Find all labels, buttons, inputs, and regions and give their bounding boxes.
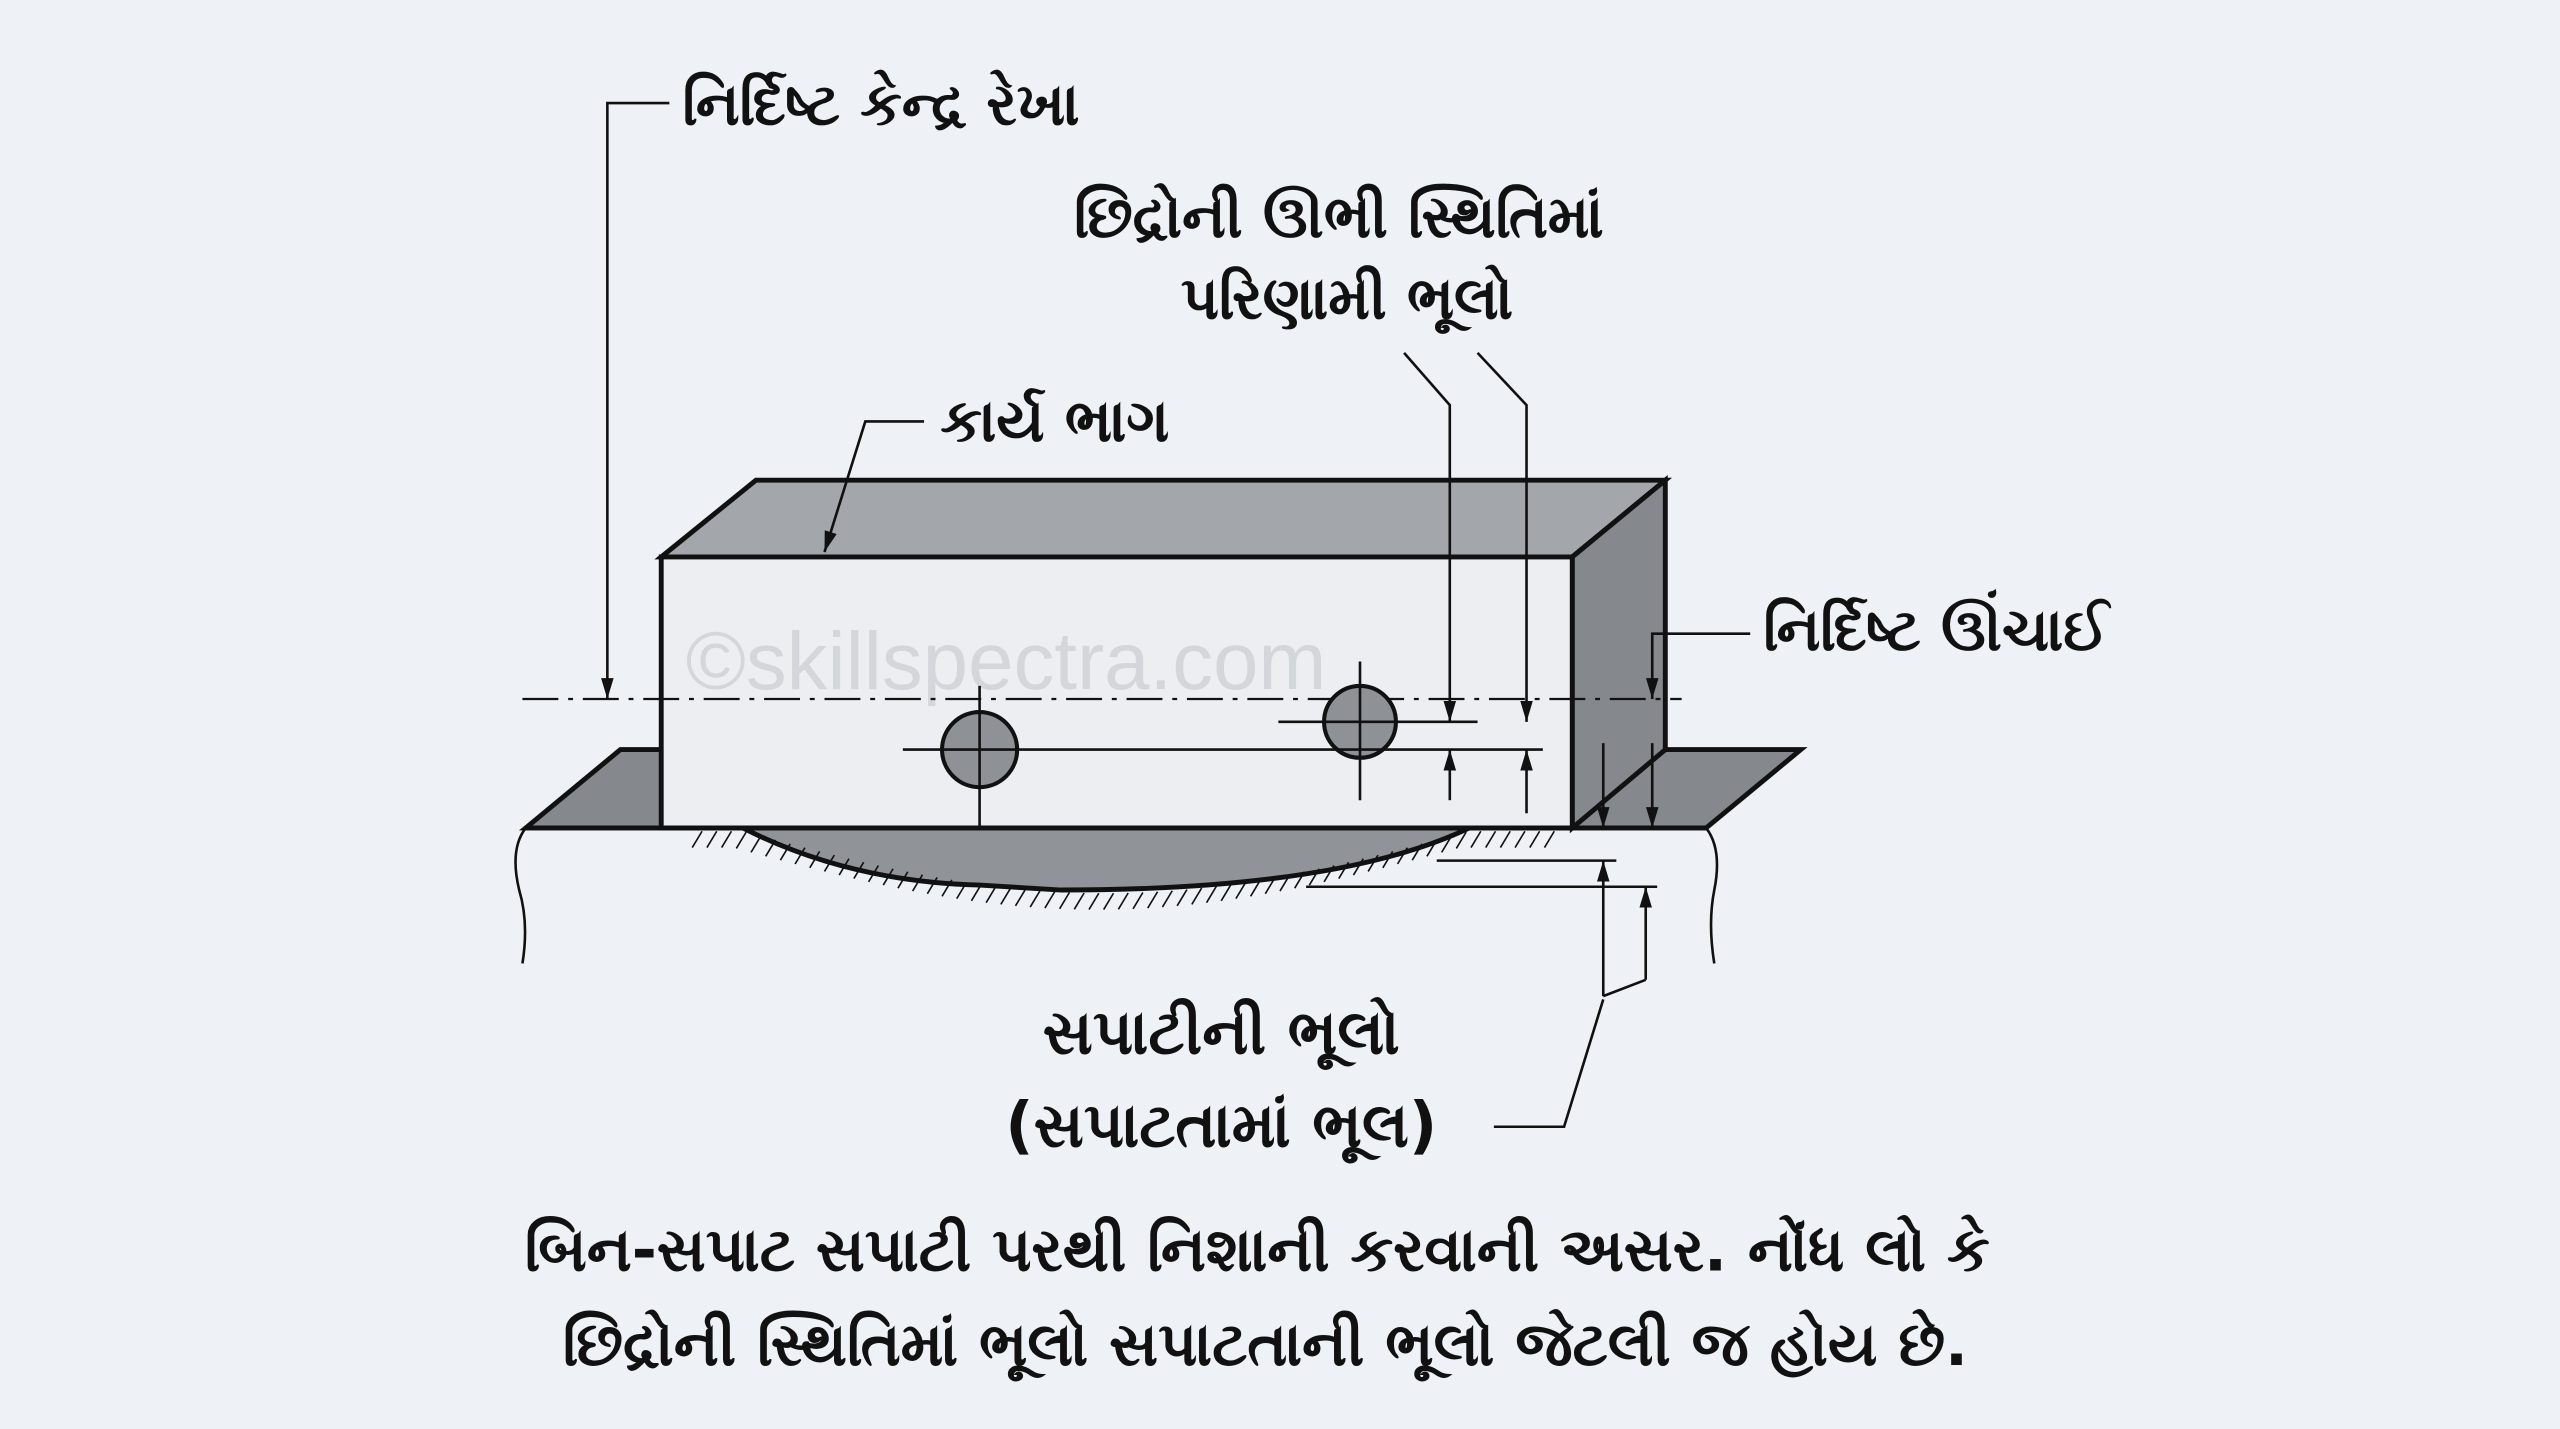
- hatch-line: [1440, 835, 1453, 853]
- hatch-line: [1235, 881, 1247, 900]
- hatch-line: [1455, 831, 1467, 849]
- hatch-line: [911, 874, 924, 892]
- workpiece-top-face: [654, 477, 1673, 560]
- hatch-line: [779, 843, 791, 861]
- hatch-line: [1205, 885, 1218, 904]
- hatch-line: [809, 851, 821, 869]
- hatch-line: [1117, 892, 1129, 910]
- caption-line2: છિદ્રોની સ્થિતિમાં ભૂલો સપાટતાની ભૂલો જે…: [563, 1309, 1968, 1381]
- hatch-line: [1088, 892, 1100, 910]
- hatch-line: [956, 881, 968, 900]
- label-surface-error-line2: (સપાટતામાં ભૂલ): [1005, 1088, 1437, 1163]
- hatch-line: [882, 868, 894, 886]
- hatch-line: [1367, 854, 1379, 872]
- hatch-line: [1147, 891, 1159, 909]
- label-specified-height: નિર્દિષ્ટ ઊંચાઈ: [1763, 589, 2111, 664]
- hatch-line: [897, 871, 909, 889]
- hatch-line: [1426, 839, 1438, 857]
- hatch-line: [720, 830, 733, 848]
- ground-hatching: [691, 830, 1555, 910]
- hatch-line: [1161, 890, 1173, 908]
- hatch-line: [1102, 892, 1115, 910]
- hatch-line: [1132, 892, 1144, 910]
- hatch-line: [1029, 890, 1041, 908]
- hatch-line: [1338, 861, 1350, 879]
- hatch-line: [735, 831, 747, 849]
- hole-centerlines: [902, 661, 1543, 828]
- hatch-line: [1411, 843, 1423, 861]
- hatch-line: [838, 858, 850, 876]
- hatch-line: [765, 839, 777, 857]
- hatch-line: [1543, 830, 1555, 848]
- hatch-line: [1382, 851, 1394, 869]
- hatch-line: [853, 861, 865, 879]
- workpiece-front-face: [658, 554, 1575, 831]
- hatch-line: [1529, 830, 1541, 848]
- hatch-line: [1323, 865, 1335, 883]
- caption-line1: બિન-સપાટ સપાટી પરથી નિશાની કરવાની અસર. ન…: [525, 1215, 1990, 1286]
- hatch-line: [706, 830, 718, 848]
- watermark: ©skillspectra.com: [686, 616, 1327, 707]
- hatch-line: [1470, 830, 1482, 848]
- hatch-line: [1293, 871, 1306, 889]
- hatch-line: [1044, 891, 1056, 909]
- ground-left-edge: [514, 827, 527, 964]
- hatch-line: [691, 830, 703, 848]
- hatch-line: [750, 835, 762, 853]
- hatch-line: [1308, 868, 1320, 886]
- hatch-line: [1514, 830, 1526, 848]
- uneven-surface: [741, 825, 1471, 893]
- hatch-line: [1014, 889, 1027, 907]
- label-hole-error-line1: છિદ્રોની ઊભી સ્થિતિમાં: [1074, 182, 1604, 251]
- hatch-line: [1499, 830, 1511, 848]
- hatch-line: [1058, 892, 1071, 910]
- hatch-line: [941, 879, 953, 897]
- hatch-line: [1220, 884, 1232, 902]
- label-hole-error-line2: પરિણામી ભૂલો: [1181, 264, 1513, 335]
- hatch-line: [794, 847, 806, 865]
- ground-right-edge: [1705, 827, 1719, 964]
- label-surface-error-line1: સપાટીની ભૂલો: [1043, 995, 1400, 1070]
- hatch-line: [1485, 830, 1497, 848]
- hatch-line: [1191, 887, 1203, 905]
- hatch-line: [1279, 874, 1291, 892]
- hatch-line: [867, 865, 880, 883]
- hatch-line: [1264, 877, 1276, 895]
- hatch-line: [1396, 847, 1409, 865]
- hatch-line: [1000, 887, 1012, 905]
- label-reference-centerline: નિર્દિષ્ટ કેન્દ્ર રેખા: [682, 69, 1079, 139]
- hatch-line: [970, 884, 982, 902]
- hatch-line: [1352, 858, 1364, 876]
- hatch-line: [1073, 892, 1085, 910]
- hatch-line: [985, 885, 997, 904]
- hatch-line: [926, 877, 938, 895]
- hatch-line: [1249, 879, 1262, 897]
- hatch-line: [823, 854, 835, 872]
- label-workpiece: કાર્ય ભાગ: [940, 386, 1169, 455]
- hatch-line: [1176, 889, 1188, 907]
